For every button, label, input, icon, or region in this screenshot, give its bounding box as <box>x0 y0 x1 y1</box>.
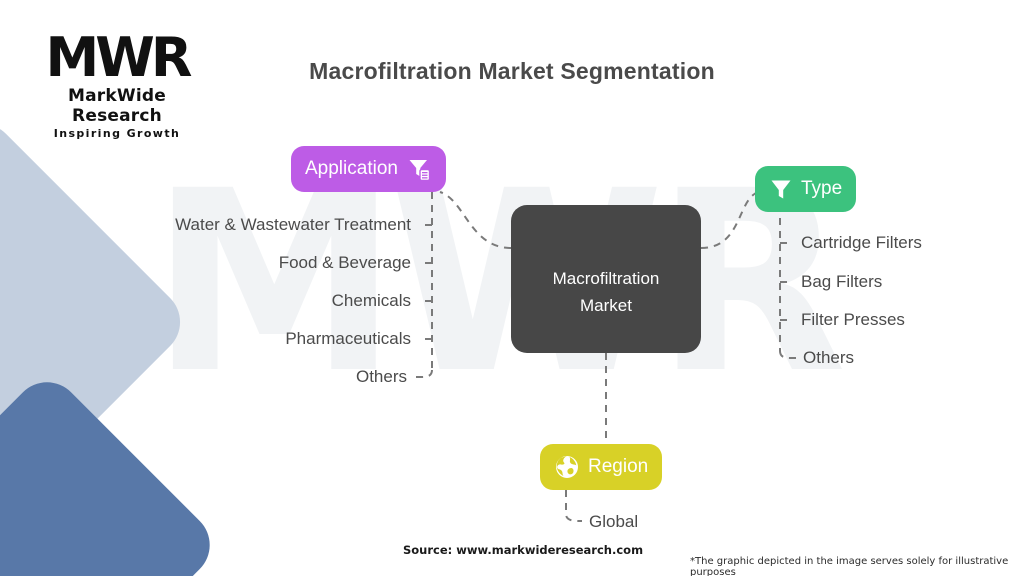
leaf-type-1: Bag Filters <box>801 272 883 291</box>
leaf-application-3: Pharmaceuticals <box>285 329 411 348</box>
company-logo: MWR MarkWide Research Inspiring Growth <box>22 30 212 142</box>
wire-center-to-application <box>439 191 512 249</box>
leaf-application-0: Water & Wastewater Treatment <box>175 215 411 234</box>
funnel-icon <box>769 177 793 201</box>
wire-type-item-3 <box>779 350 798 360</box>
leaf-application-2: Chemicals <box>331 291 411 310</box>
leaf-type-3: Others <box>803 348 855 367</box>
center-node-line2: Market <box>580 296 632 315</box>
source-text: Source: www.markwideresearch.com <box>403 543 644 557</box>
center-node: Macrofiltration Market <box>511 205 701 353</box>
center-node-line1: Macrofiltration <box>552 269 660 288</box>
wire-region-item-0 <box>565 490 583 522</box>
disclaimer-text: *The graphic depicted in the image serve… <box>690 556 1009 576</box>
globe-icon <box>554 454 580 480</box>
branch-label-region: Region <box>588 456 649 477</box>
branch-badge-region[interactable]: Region <box>540 444 663 490</box>
wire-application-item-4 <box>414 369 433 379</box>
page-title: Macrofiltration Market Segmentation <box>309 58 715 84</box>
branch-label-type: Type <box>801 178 843 199</box>
leaf-type-0: Cartridge Filters <box>801 233 922 252</box>
logo-monogram: MWR <box>45 26 193 89</box>
leaf-application-1: Food & Beverage <box>278 253 411 272</box>
logo-tagline: Inspiring Growth <box>53 127 181 140</box>
center-node-label: Macrofiltration Market <box>511 265 701 319</box>
wire-center-to-type <box>700 191 759 249</box>
leaf-region-0: Global <box>589 512 639 531</box>
logo-company-name: MarkWide Research <box>68 86 166 126</box>
filter-document-icon <box>406 156 432 182</box>
branch-badge-application[interactable]: Application <box>291 146 446 192</box>
branch-label-application: Application <box>305 158 398 179</box>
leaf-application-4: Others <box>355 367 407 386</box>
leaf-type-2: Filter Presses <box>801 310 905 329</box>
branch-badge-type[interactable]: Type <box>755 166 857 212</box>
